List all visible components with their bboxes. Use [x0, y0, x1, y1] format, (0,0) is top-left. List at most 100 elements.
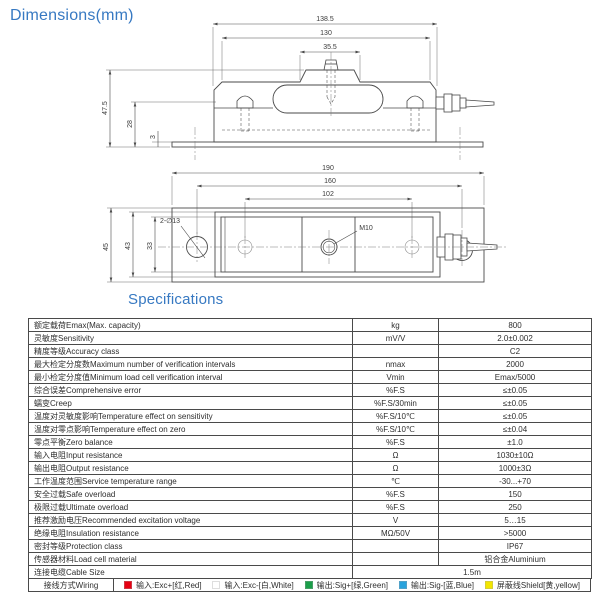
table-row: 零点平衡Zero balance%F.S±1.0 — [28, 435, 592, 449]
spec-label: 输入电阻Input resistance — [28, 448, 353, 462]
spec-label: 蠕变Creep — [28, 396, 353, 410]
spec-value: 1000±3Ω — [438, 461, 592, 475]
spec-value: ≤±0.05 — [438, 383, 592, 397]
thread-callout-m10: M10 — [359, 225, 373, 232]
side-view-drawing — [106, 22, 495, 160]
spec-unit: %F.S — [352, 487, 439, 501]
spec-unit — [352, 552, 439, 566]
spec-label: 连接电缆Cable Size — [28, 565, 353, 579]
spec-unit: %F.S — [352, 500, 439, 514]
spec-value: 铝合金Aluminium — [438, 552, 592, 566]
wire-item-label: 输入:Exc+[红,Red] — [136, 580, 202, 590]
spec-unit: %F.S/10℃ — [352, 422, 439, 436]
spec-value: 800 — [438, 318, 592, 332]
table-row: 蠕变Creep%F.S/30min≤±0.05 — [28, 396, 592, 410]
spec-value: 250 — [438, 500, 592, 514]
wiring-legend: 输入:Exc+[红,Red] 输入:Exc-[白,White] 输出:Sig+[… — [114, 579, 590, 591]
dimensions-section-title: Dimensions(mm) — [10, 7, 134, 24]
spec-unit: Vmin — [352, 370, 439, 384]
wire-item-exc-minus: 输入:Exc-[白,White] — [212, 580, 294, 591]
table-row: 温度对零点影响Temperature effect on zero%F.S/10… — [28, 422, 592, 436]
spec-unit: nmax — [352, 357, 439, 371]
spec-label: 最大检定分度数Maximum number of verification in… — [28, 357, 353, 371]
spec-unit: %F.S — [352, 383, 439, 397]
spec-label: 安全过载Safe overload — [28, 487, 353, 501]
wire-item-shield: 屏蔽线Shield[黄,yellow] — [484, 580, 580, 591]
yellow-wire-swatch — [484, 581, 493, 589]
spec-label: 推荐激励电压Recommended excitation voltage — [28, 513, 353, 527]
wire-item-label: 屏蔽线Shield[黄,yellow] — [496, 580, 580, 590]
dim-label-3: 3 — [150, 135, 157, 139]
dim-label-28: 28 — [127, 120, 134, 128]
spec-label: 额定载荷Emax(Max. capacity) — [28, 318, 353, 332]
dim-label-190: 190 — [322, 165, 334, 172]
wire-item-exc-plus: 输入:Exc+[红,Red] — [124, 580, 202, 591]
spec-label: 最小检定分度值Minimum load cell verification in… — [28, 370, 353, 384]
wire-item-label: 输出:Sig-[蓝,Blue] — [410, 580, 474, 590]
red-wire-swatch — [124, 581, 132, 589]
spec-value: 150 — [438, 487, 592, 501]
dim-label-33: 33 — [147, 242, 154, 250]
wire-item-label: 输入:Exc-[白,White] — [224, 580, 294, 590]
spec-label: 输出电阻Output resistance — [28, 461, 353, 475]
dim-label-45: 45 — [103, 243, 110, 251]
spec-label: 零点平衡Zero balance — [28, 435, 353, 449]
table-row: 温度对灵敏度影响Temperature effect on sensitivit… — [28, 409, 592, 423]
spec-label: 灵敏度Sensitivity — [28, 331, 353, 345]
top-view-drawing — [107, 171, 508, 283]
dim-label-160: 160 — [324, 178, 336, 185]
wiring-row: 接线方式Wiring 输入:Exc+[红,Red] 输入:Exc-[白,Whit… — [28, 578, 591, 592]
white-wire-swatch — [212, 581, 221, 589]
dim-label-47-5: 47.5 — [102, 101, 109, 115]
table-row: 最大检定分度数Maximum number of verification in… — [28, 357, 592, 371]
spec-unit: %F.S — [352, 435, 439, 449]
spec-label: 绝缘电阻Insulation resistance — [28, 526, 353, 540]
spec-unit: V — [352, 513, 439, 527]
spec-unit: Ω — [352, 461, 439, 475]
spec-unit: kg — [352, 318, 439, 332]
spec-unit — [352, 344, 439, 358]
spec-value: ≤±0.04 — [438, 422, 592, 436]
wire-item-sig-minus: 输出:Sig-[蓝,Blue] — [398, 580, 474, 591]
load-cell-technical-drawing: 138.5 130 35.5 47.5 28 3 — [102, 16, 508, 283]
spec-label: 温度对灵敏度影响Temperature effect on sensitivit… — [28, 409, 353, 423]
spec-unit: Ω — [352, 448, 439, 462]
spec-unit: %F.S/10℃ — [352, 409, 439, 423]
spec-label: 温度对零点影响Temperature effect on zero — [28, 422, 353, 436]
blue-wire-swatch — [398, 581, 407, 589]
spec-unit: %F.S/30min — [352, 396, 439, 410]
spec-label: 精度等级Accuracy class — [28, 344, 353, 358]
spec-value: ≤±0.05 — [438, 409, 592, 423]
spec-value: >5000 — [438, 526, 592, 540]
table-row: 最小检定分度值Minimum load cell verification in… — [28, 370, 592, 384]
mounting-bolt-left — [236, 95, 254, 132]
table-row: 综合误差Comprehensive error%F.S≤±0.05 — [28, 383, 592, 397]
cable-gland-side — [435, 93, 495, 113]
dim-label-138-5: 138.5 — [316, 16, 334, 23]
wiring-label: 接线方式Wiring — [29, 579, 114, 591]
wire-item-sig-plus: 输出:Sig+[绿,Green] — [304, 580, 388, 591]
spec-value: IP67 — [438, 539, 592, 553]
specifications-section-title: Specifications — [128, 291, 224, 308]
spec-unit: mV/V — [352, 331, 439, 345]
dim-label-35-5: 35.5 — [323, 44, 337, 51]
cable-size-value: 1.5m — [352, 565, 592, 579]
spec-value: 5…15 — [438, 513, 592, 527]
table-row: 工作温度范围Service temperature range℃-30...+7… — [28, 474, 592, 488]
dim-label-102: 102 — [322, 191, 334, 198]
spec-unit — [352, 539, 439, 553]
top-view-dim-labels: 190 160 102 45 43 33 2-∅13 M10 — [103, 165, 373, 251]
green-wire-swatch — [304, 581, 313, 589]
spec-value: Emax/5000 — [438, 370, 592, 384]
wire-item-label: 输出:Sig+[绿,Green] — [316, 580, 388, 590]
spec-value: -30...+70 — [438, 474, 592, 488]
